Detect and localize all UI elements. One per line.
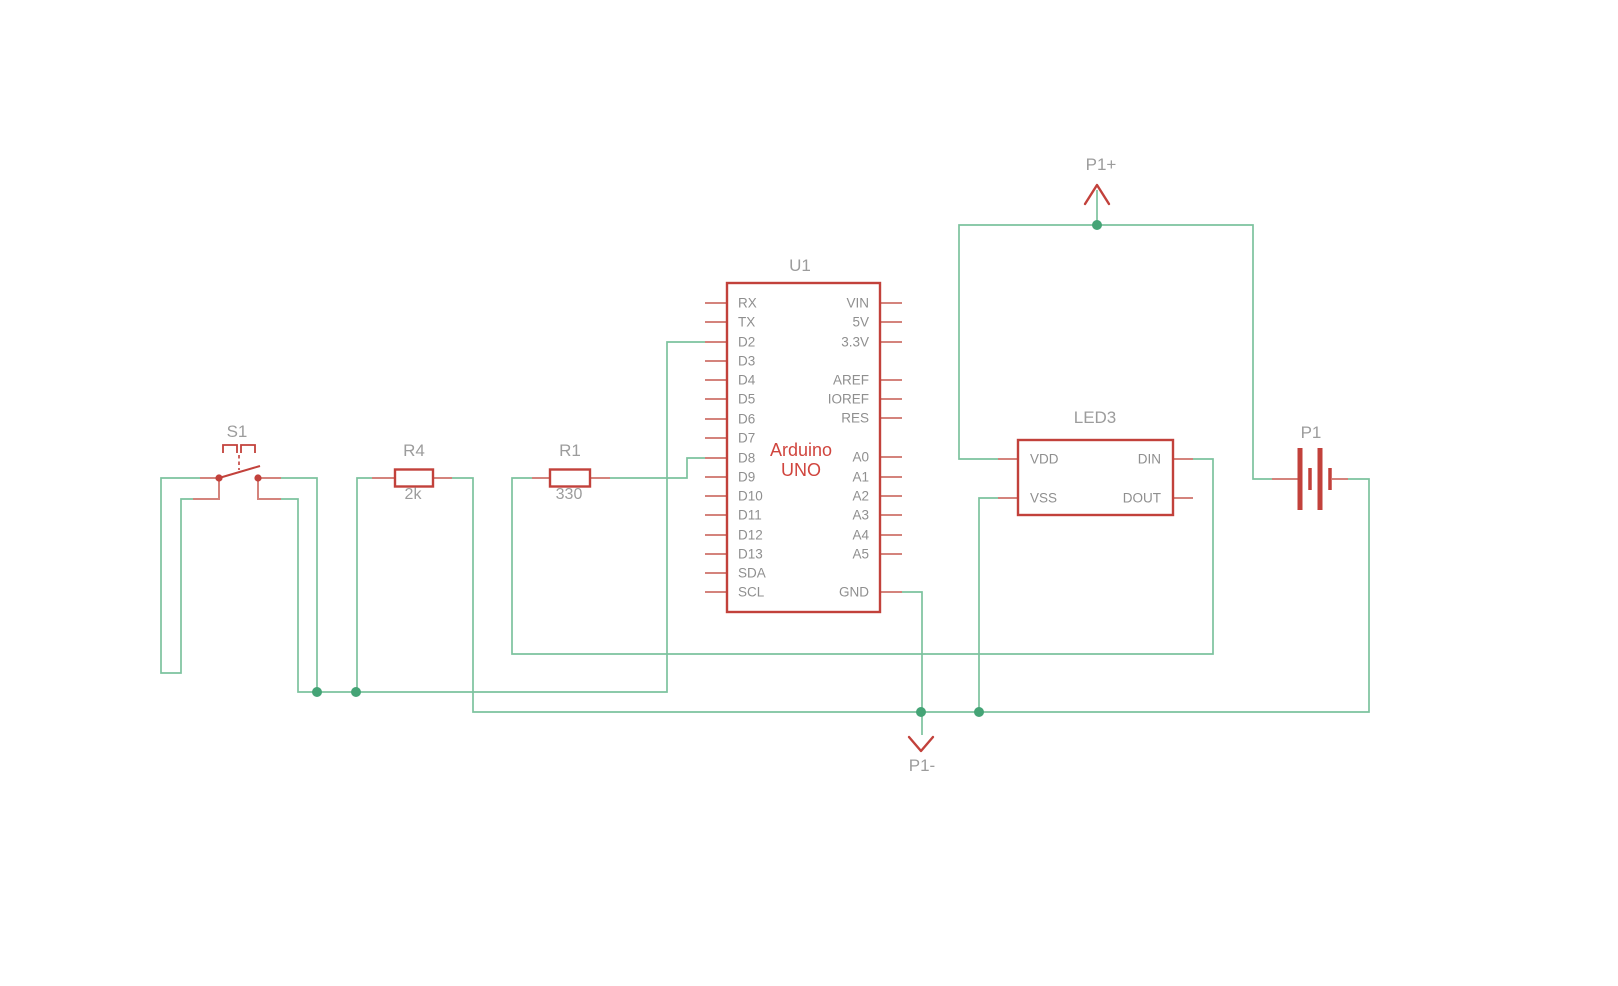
wire-d2-net[interactable]: [281, 341, 705, 693]
pin-label-d13: D13: [738, 547, 763, 562]
power-flag-positive[interactable]: P1+: [1083, 155, 1117, 206]
junction-dot-switch-right: [312, 687, 322, 697]
arduino-u1-body[interactable]: [725, 281, 882, 614]
pin-label-a4: A4: [852, 528, 869, 543]
pin-label-a3: A3: [852, 508, 869, 523]
arduino-u1-name-line1: Arduino: [770, 440, 832, 460]
pin-label-d5: D5: [738, 392, 755, 407]
wire-r1-to-din[interactable]: [511, 458, 1214, 655]
wire-vss[interactable]: [978, 497, 998, 712]
arduino-u1-reference[interactable]: U1: [789, 256, 811, 275]
junction-dot-vss: [974, 707, 984, 717]
pin-label-a2: A2: [852, 489, 869, 504]
switch-actuator-bracket: [222, 444, 256, 453]
battery-reference[interactable]: P1: [1301, 423, 1322, 442]
switch-s1[interactable]: S1: [215, 422, 262, 482]
pin-label-a1: A1: [852, 470, 869, 485]
pin-label-vss: VSS: [1030, 491, 1057, 506]
pin-label-sda: SDA: [738, 566, 766, 581]
resistor-r1[interactable]: R1 330: [548, 441, 592, 503]
pin-label-d12: D12: [738, 528, 763, 543]
battery-p1[interactable]: P1: [1297, 423, 1332, 510]
lead-s1-lower-left[interactable]: [193, 480, 220, 500]
pin-label-din: DIN: [1138, 452, 1161, 467]
power-flag-positive-label[interactable]: P1+: [1086, 155, 1117, 174]
pin-label-ioref: IOREF: [828, 392, 869, 407]
resistor-r1-value[interactable]: 330: [556, 486, 583, 503]
pin-label-d7: D7: [738, 431, 755, 446]
arduino-u1-name-line2: UNO: [781, 460, 821, 480]
pin-label-tx: TX: [738, 315, 755, 330]
wire-plus-net[interactable]: [958, 224, 1272, 480]
power-flag-negative[interactable]: P1-: [907, 735, 935, 775]
wire-r4-left[interactable]: [356, 477, 372, 692]
wire-switch-left-loop[interactable]: [160, 477, 200, 674]
pin-label-d3: D3: [738, 354, 755, 369]
pin-label-d9: D9: [738, 470, 755, 485]
switch-reference[interactable]: S1: [227, 422, 248, 441]
power-flag-negative-label[interactable]: P1-: [909, 756, 935, 775]
lead-s1-lower-right[interactable]: [257, 480, 281, 500]
resistor-r1-reference[interactable]: R1: [559, 441, 581, 460]
pin-label-3v3: 3.3V: [841, 335, 869, 350]
resistor-r4[interactable]: R4 2k: [393, 441, 435, 503]
pin-label-a5: A5: [852, 547, 869, 562]
resistor-r4-reference[interactable]: R4: [403, 441, 425, 460]
switch-contact-left: [215, 474, 223, 482]
up-arrow-icon: [1083, 183, 1111, 206]
pin-label-scl: SCL: [738, 585, 765, 600]
pin-label-rx: RX: [738, 296, 757, 311]
pin-label-d4: D4: [738, 373, 756, 388]
arduino-u1[interactable]: U1 Arduino UNO RX TX D2 D3 D4 D5 D6 D7 D…: [725, 256, 882, 614]
pin-label-d10: D10: [738, 489, 763, 504]
resistor-r4-body[interactable]: [393, 468, 435, 488]
pin-label-d2: D2: [738, 335, 755, 350]
led3[interactable]: LED3 VDD VSS DIN DOUT: [1016, 408, 1175, 517]
led3-reference[interactable]: LED3: [1074, 408, 1117, 427]
pin-label-d8: D8: [738, 451, 755, 466]
pin-label-d11: D11: [738, 508, 762, 523]
pin-label-5v: 5V: [852, 315, 869, 330]
pin-label-a0: A0: [852, 450, 869, 465]
junction-dots: [312, 220, 1102, 717]
pin-label-vdd: VDD: [1030, 452, 1059, 467]
resistor-r4-value[interactable]: 2k: [405, 486, 423, 503]
pin-label-vin: VIN: [846, 296, 869, 311]
lead-stubs: [193, 302, 1348, 593]
down-arrow-icon: [907, 735, 935, 753]
switch-contact-right: [254, 474, 262, 482]
pin-label-d6: D6: [738, 412, 755, 427]
pin-label-dout: DOUT: [1123, 491, 1161, 506]
junction-dot-p1plus: [1092, 220, 1102, 230]
pin-label-aref: AREF: [833, 373, 869, 388]
wire-r1-to-d8[interactable]: [610, 457, 705, 479]
switch-lever: [218, 465, 261, 479]
wire-switch-right[interactable]: [281, 477, 318, 692]
wire-ground-rail[interactable]: [452, 477, 1370, 713]
led3-body[interactable]: [1016, 438, 1175, 517]
junction-dot-gnd: [916, 707, 926, 717]
junction-dot-r4-left: [351, 687, 361, 697]
pin-label-res: RES: [841, 411, 869, 426]
resistor-r1-body[interactable]: [548, 468, 592, 488]
wire-gnd[interactable]: [902, 591, 923, 735]
pin-label-gnd: GND: [839, 585, 869, 600]
